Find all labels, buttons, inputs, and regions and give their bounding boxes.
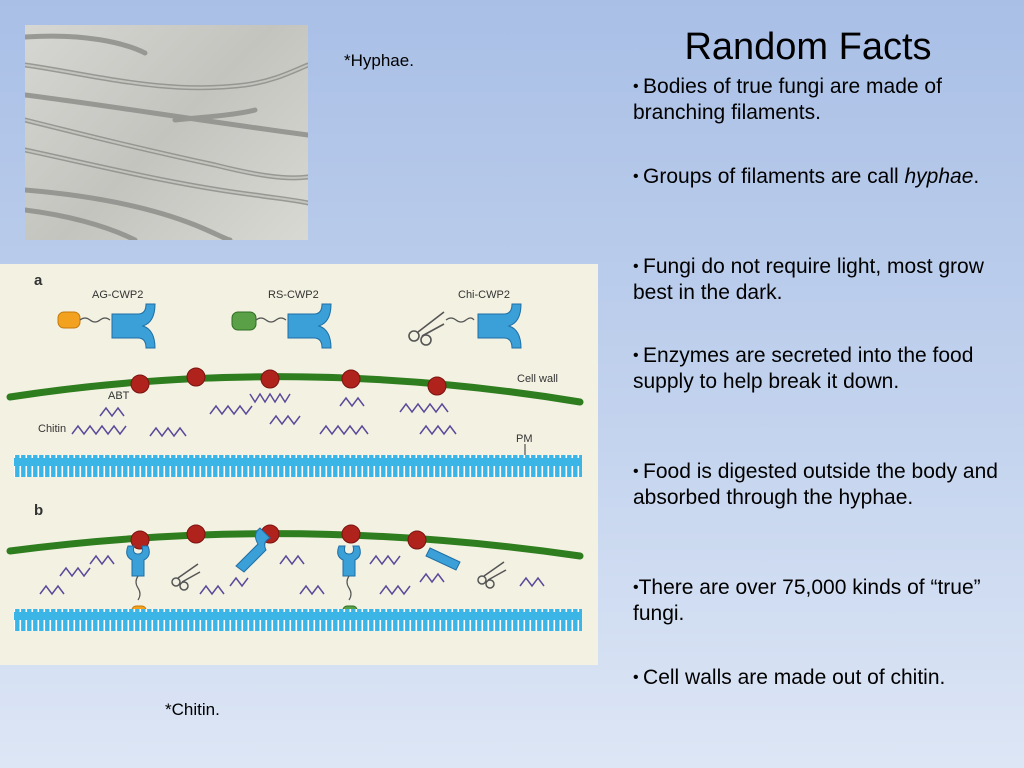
cell-wall-b <box>6 530 584 560</box>
panel-label-a: a <box>34 272 43 289</box>
rs-cwp2-label: RS-CWP2 <box>268 289 319 301</box>
fact-item: • Groups of filaments are call hyphae. <box>633 164 1003 190</box>
abt-beads-a <box>130 367 447 396</box>
anchored-proteins-b <box>126 527 461 577</box>
fact-suffix: . <box>973 165 980 188</box>
plasma-membrane-b <box>14 609 582 631</box>
panel-label-b: b <box>34 502 43 519</box>
fact-item: • Cell walls are made out of chitin. <box>633 665 1003 691</box>
tethers-b <box>135 575 352 601</box>
ag-cwp2-label: AG-CWP2 <box>92 289 143 301</box>
cell-wall-diagram: a b AG-CWP2 RS-CWP2 Chi-CWP2 Cell wall A… <box>0 264 598 665</box>
abt-beads-b <box>130 524 427 550</box>
chitin-caption: *Chitin. <box>165 700 220 719</box>
bullet-marker: • <box>633 168 644 185</box>
chi-cwp2-label: Chi-CWP2 <box>458 289 510 301</box>
scissors-icon <box>408 311 445 346</box>
fact-text: Fungi do not require light, most grow be… <box>633 255 984 304</box>
ag-cwp2-protein <box>57 303 156 349</box>
bullet-marker: • <box>633 258 644 275</box>
fact-item: •There are over 75,000 kinds of “true” f… <box>633 575 1003 627</box>
chitin-label: Chitin <box>38 423 66 435</box>
fact-text: Groups of filaments are call <box>643 165 905 188</box>
fact-text: There are over 75,000 kinds of “true” fu… <box>633 576 981 625</box>
hyphae-micrograph <box>25 25 308 240</box>
fact-item: • Food is digested outside the body and … <box>633 459 1003 511</box>
bullet-marker: • <box>633 669 644 686</box>
bullet-marker: • <box>633 463 644 480</box>
rs-cwp2-protein <box>231 303 332 349</box>
fact-item: • Fungi do not require light, most grow … <box>633 254 1003 306</box>
fact-item: • Enzymes are secreted into the food sup… <box>633 343 1003 395</box>
hyphae-caption: *Hyphae. <box>344 51 414 70</box>
abt-label: ABT <box>108 390 130 402</box>
bullet-marker: • <box>633 347 644 364</box>
pm-label: PM <box>516 433 533 445</box>
scissors-icon <box>171 561 507 591</box>
chitin-fragments-b <box>39 554 545 596</box>
cell-wall-a <box>6 373 584 406</box>
bullet-marker: • <box>633 78 644 95</box>
fact-text: Cell walls are made out of chitin. <box>643 666 946 689</box>
bullet-marker: • <box>633 579 639 596</box>
fact-text: Bodies of true fungi are made of branchi… <box>633 75 942 124</box>
fact-italic-term: hyphae <box>904 165 974 188</box>
slide-title: Random Facts <box>684 26 932 68</box>
plasma-membrane-a <box>14 455 582 477</box>
fact-text: Enzymes are secreted into the food suppl… <box>633 344 974 393</box>
cell-wall-diagram-svg: a b AG-CWP2 RS-CWP2 Chi-CWP2 Cell wall A… <box>6 272 584 631</box>
fact-text: Food is digested outside the body and ab… <box>633 460 998 509</box>
fact-item: • Bodies of true fungi are made of branc… <box>633 74 1003 126</box>
chitin-fibers-a <box>71 392 457 438</box>
chi-cwp2-protein <box>408 303 522 349</box>
cell-wall-label: Cell wall <box>517 373 558 385</box>
